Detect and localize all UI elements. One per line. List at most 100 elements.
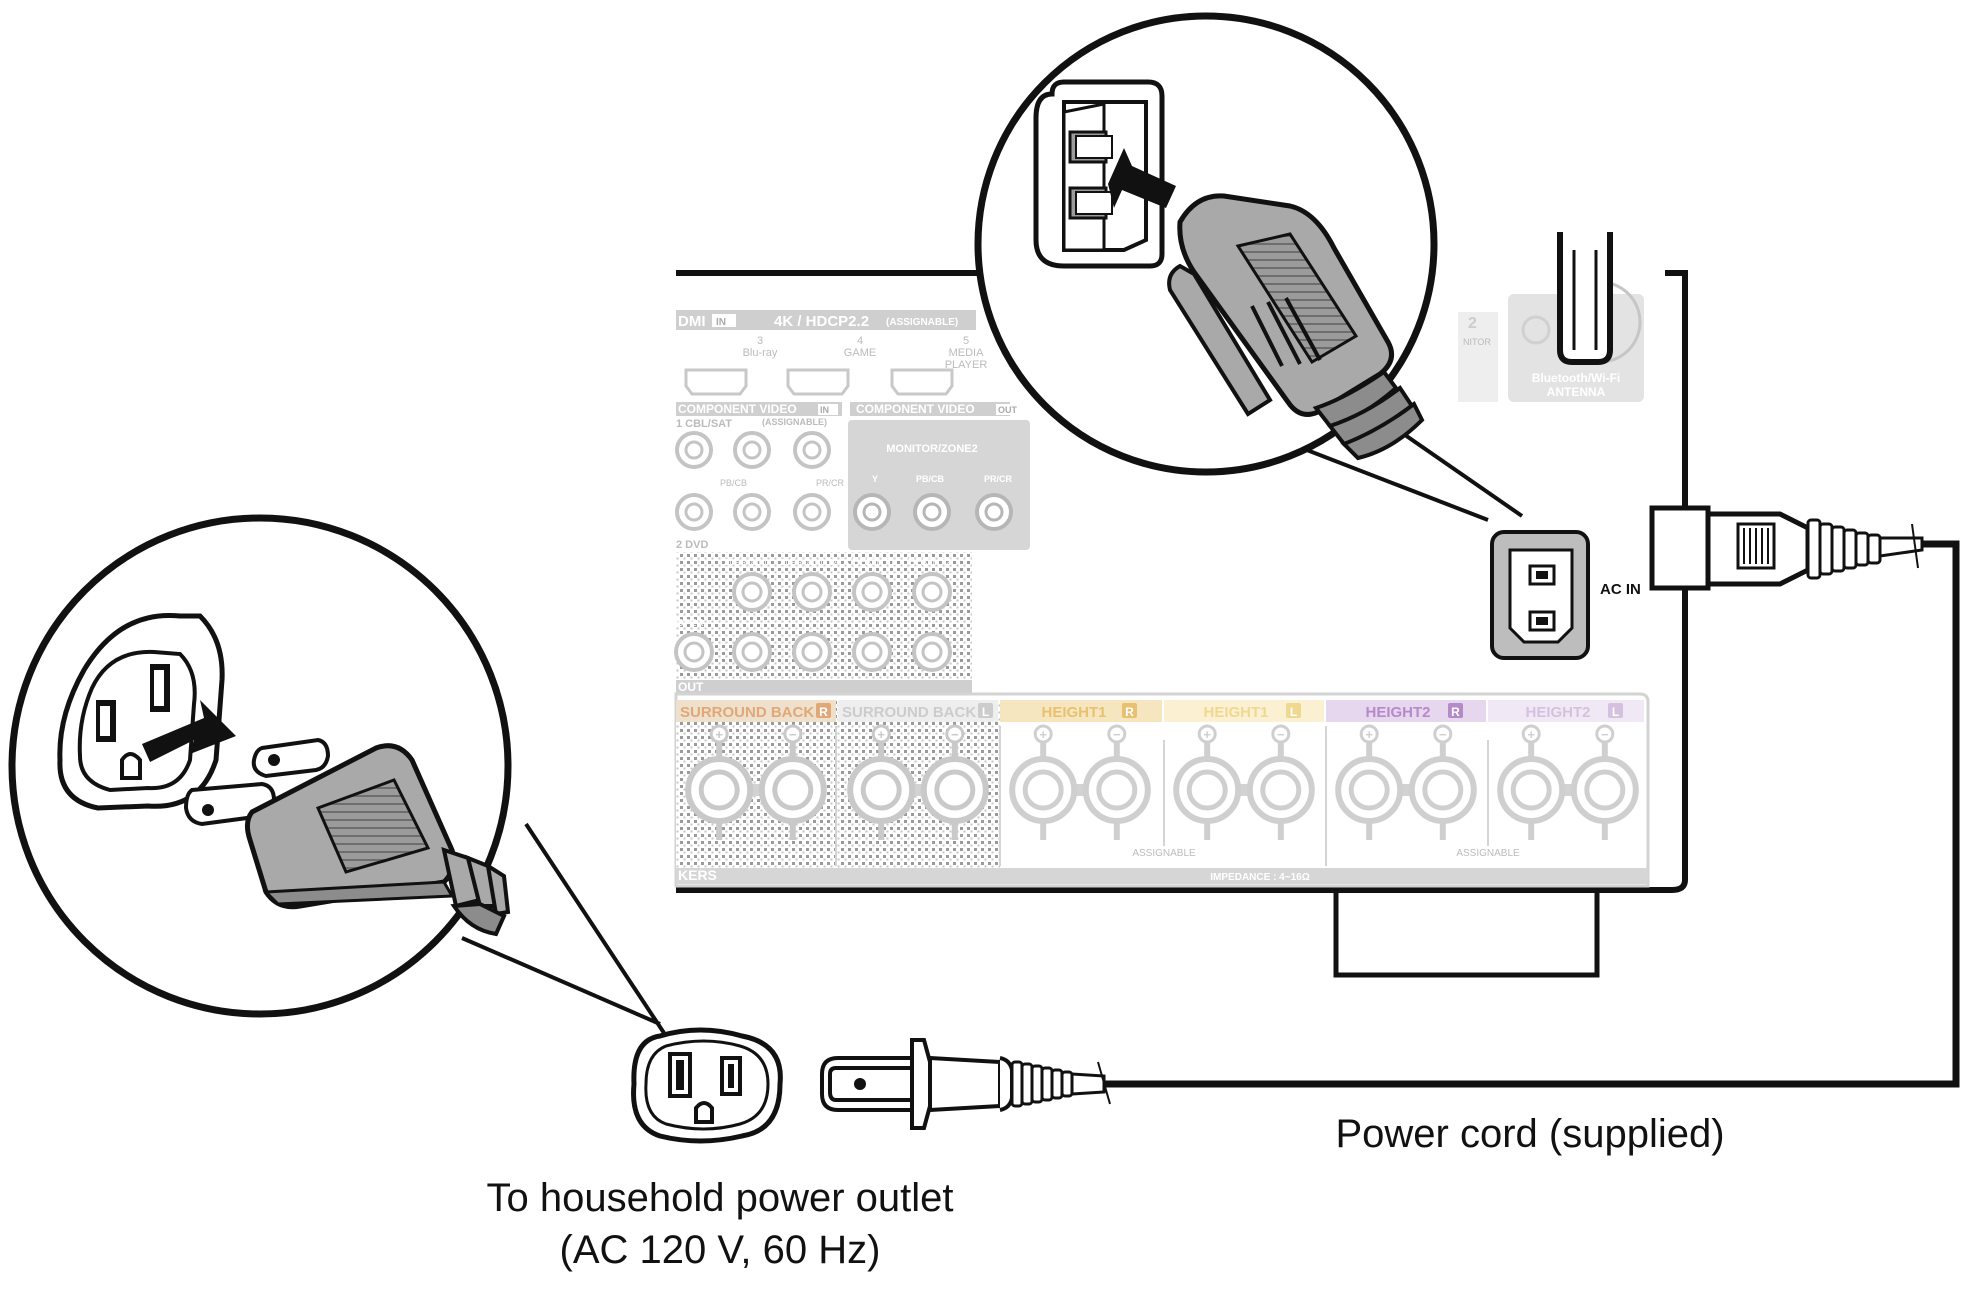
component-out-badge: OUT <box>998 405 1018 415</box>
minus-sign: − <box>951 727 959 742</box>
partial-label: NITOR <box>1463 337 1491 347</box>
speaker-terminal-core <box>698 769 740 811</box>
pb-label: PB/CB <box>916 474 945 484</box>
minus-sign: − <box>1277 727 1285 742</box>
antenna-label-line1: Bluetooth/Wi-Fi <box>1532 371 1621 385</box>
hdmi-assignable: (ASSIGNABLE) <box>886 317 958 328</box>
minus-icon <box>1271 724 1291 744</box>
component-in-badge: IN <box>820 405 829 415</box>
speaker-terminal-core <box>1022 769 1064 811</box>
terminal-pairs: +−+−+−+−+−+− <box>685 724 1639 840</box>
minus-icon <box>1433 724 1453 744</box>
speaker-group: SURROUND BACK L <box>838 700 998 722</box>
hdmi-input-num: 4 <box>857 335 863 347</box>
pre-out-section: OUT SURROUND SURROUND BACK HEIGHT1 HEIGH… <box>674 552 972 694</box>
speaker-terminal-core <box>772 769 814 811</box>
plus-sign: + <box>1527 727 1535 742</box>
hdmi-input-name: MEDIA <box>949 347 985 359</box>
speaker-group: HEIGHT1 L <box>1164 700 1324 722</box>
speaker-side-badge: L <box>1612 705 1619 719</box>
component-video-section: COMPONENT VIDEO IN (ASSIGNABLE) 1 CBL/SA… <box>675 402 1030 551</box>
antenna-label-line2: ANTENNA <box>1547 385 1606 399</box>
speaker-terminal-core <box>1260 769 1302 811</box>
ac-in-label: AC IN <box>1600 581 1641 598</box>
plus-sign: + <box>1365 727 1373 742</box>
plus-icon <box>871 724 891 744</box>
hdmi-input-name2: PLAYER <box>945 359 988 371</box>
hdmi-port <box>890 368 954 396</box>
speaker-terminal-core <box>1422 769 1464 811</box>
plus-sign: + <box>1039 727 1047 742</box>
plus-icon <box>1197 724 1217 744</box>
antenna <box>1557 232 1613 365</box>
out-label: OUT <box>678 680 704 694</box>
speaker-side-badge: L <box>982 705 989 719</box>
antenna-section: Bluetooth/Wi-Fi ANTENNA 2 NITOR <box>1458 232 1644 402</box>
minus-icon <box>945 724 965 744</box>
impedance-label: IMPEDANCE : 4~16Ω <box>1210 872 1309 883</box>
speaker-group: HEIGHT2 L <box>1488 700 1644 722</box>
hdmi-input-name: Blu-ray <box>743 347 778 359</box>
plus-sign: + <box>1203 727 1211 742</box>
hdmi-section: DMI IN 4K / HDCP2.2 (ASSIGNABLE) 3 Blu-r… <box>676 310 988 396</box>
speaker-side-badge: L <box>1290 705 1297 719</box>
chassis-foot <box>1333 893 1600 978</box>
speaker-side-badge: R <box>819 705 828 719</box>
hdmi-spec: 4K / HDCP2.2 <box>774 313 869 330</box>
speaker-terminal-core <box>1510 769 1552 811</box>
height2-small: HEIGHT2 <box>908 557 952 568</box>
partial-label: 2 <box>1468 315 1477 332</box>
speaker-terminal-section: SURROUND BACK R SURROUND BACK L HEIGHT1 … <box>674 692 1650 888</box>
chassis-outline <box>676 270 1688 893</box>
pr-label: PR/CR <box>816 478 845 488</box>
speaker-terminal-core <box>1348 769 1390 811</box>
power-cord <box>1104 540 1960 1088</box>
plus-icon <box>1521 724 1541 744</box>
speaker-side-badge: R <box>1451 705 1460 719</box>
speaker-terminal-core <box>934 769 976 811</box>
speaker-group: SURROUND BACK R <box>676 700 836 722</box>
minus-sign: − <box>789 727 797 742</box>
household-outlet <box>631 1027 783 1144</box>
speaker-terminal-core <box>1186 769 1228 811</box>
minus-icon <box>1107 724 1127 744</box>
speaker-terminal-core <box>860 769 902 811</box>
speaker-group-label: SURROUND BACK <box>842 704 976 721</box>
speaker-group: HEIGHT2 R <box>1326 700 1486 722</box>
component-out-label: COMPONENT VIDEO <box>856 402 975 416</box>
component-assignable: (ASSIGNABLE) <box>762 417 827 427</box>
speakers-label: KERS <box>678 867 717 883</box>
speaker-group-label: HEIGHT2 <box>1525 704 1590 721</box>
hdmi-input-name: GAME <box>844 347 876 359</box>
hdmi-input-num: 3 <box>757 335 763 347</box>
pr-label: PR/CR <box>984 474 1013 484</box>
monitor-zone2-label: MONITOR/ZONE2 <box>886 443 977 455</box>
speaker-group: HEIGHT1 R <box>1000 700 1162 722</box>
speaker-group-label: SURROUND BACK <box>680 704 814 721</box>
assignable-label: ASSIGNABLE <box>1132 848 1196 859</box>
minus-icon <box>1595 724 1615 744</box>
minus-sign: − <box>1439 727 1447 742</box>
speaker-group-label: HEIGHT2 <box>1365 704 1430 721</box>
cbl-sat-label: 1 CBL/SAT <box>676 418 732 430</box>
ac-in-socket: AC IN <box>1490 530 1641 660</box>
dvd-label: 2 DVD <box>676 539 708 551</box>
subwoofer-partial: OFER <box>676 618 704 629</box>
outlet-caption-line2: (AC 120 V, 60 Hz) <box>559 1228 881 1272</box>
height1-small: HEIGHT1 <box>852 557 896 568</box>
pb-label: PB/CB <box>720 478 747 488</box>
minus-sign: − <box>1601 727 1609 742</box>
surround-small: SURROUND <box>724 558 770 567</box>
hdmi-prefix: DMI <box>678 313 706 330</box>
hdmi-port <box>684 368 748 396</box>
plus-icon <box>709 724 729 744</box>
minus-sign: − <box>1113 727 1121 742</box>
outlet-zoom-callout <box>8 514 668 1038</box>
plus-sign: + <box>877 727 885 742</box>
y-label: Y <box>872 474 878 484</box>
speaker-terminal-core <box>1584 769 1626 811</box>
receiver-rear-panel: DMI IN 4K / HDCP2.2 (ASSIGNABLE) 3 Blu-r… <box>674 232 1688 978</box>
outlet-caption: To household power outlet (AC 120 V, 60 … <box>420 1172 1020 1276</box>
component-in-label: COMPONENT VIDEO <box>678 402 797 416</box>
